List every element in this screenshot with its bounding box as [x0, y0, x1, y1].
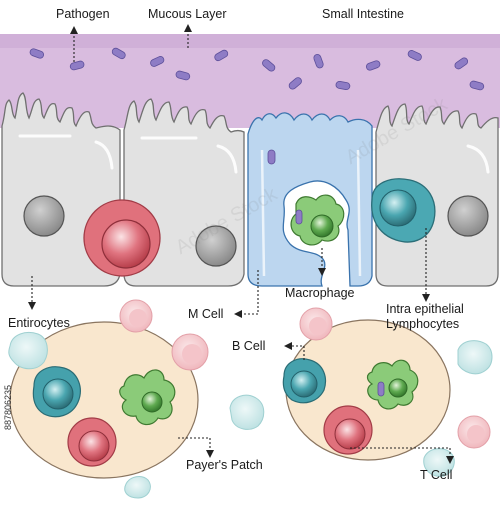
faint-b-cell — [457, 340, 493, 375]
faint-t-cell-nucleus — [309, 317, 327, 335]
leader-b-cell — [290, 345, 305, 360]
mucous-layer-top — [0, 34, 500, 48]
label-m-cell: M Cell — [188, 307, 224, 321]
t-cell-nucleus — [101, 219, 151, 269]
pathogen — [29, 48, 45, 59]
label-entirocytes: Entirocytes — [8, 316, 70, 330]
macrophage-nucleus — [310, 214, 334, 238]
arrow-head — [184, 24, 192, 32]
highlight — [216, 144, 238, 174]
arrow-heads — [28, 24, 454, 464]
b-cell-nucleus — [290, 370, 318, 398]
leader-m-cell — [240, 270, 259, 315]
pathogen — [150, 56, 165, 67]
arrow-head — [70, 26, 78, 34]
faint-t-cell-nucleus — [182, 344, 202, 364]
highlight — [466, 144, 490, 174]
enterocyte-nucleus — [23, 195, 65, 237]
enterocyte-nucleus — [195, 225, 237, 267]
free-cells — [8, 299, 493, 499]
pathogen — [365, 60, 381, 71]
label-b-cell: B Cell — [232, 339, 266, 353]
payers-patch-left — [9, 321, 199, 479]
arrow-head — [234, 310, 242, 318]
pathogen — [69, 60, 85, 71]
pathogen — [111, 47, 126, 60]
label-mucous-layer: Mucous Layer — [148, 7, 227, 21]
faint-t-cell-nucleus — [467, 425, 485, 443]
label-macrophage: Macrophage — [285, 286, 355, 300]
faint-b-cell — [423, 448, 455, 477]
pathogen — [313, 53, 324, 69]
t-cell-nucleus — [334, 418, 366, 450]
pathogen — [214, 49, 229, 62]
stock-id: 887806235 — [3, 384, 13, 430]
arrow-head — [446, 456, 454, 464]
label-payers-patch: Payer's Patch — [186, 458, 263, 472]
pathogen — [295, 209, 303, 225]
arrow-head — [422, 294, 430, 302]
faint-b-cell — [8, 332, 48, 370]
arrow-head — [318, 268, 326, 276]
pathogen — [469, 80, 485, 91]
label-t-cell: T Cell — [420, 468, 453, 482]
m-cell — [247, 112, 373, 287]
pathogen-group — [29, 47, 485, 91]
faint-t-cell-nucleus — [129, 309, 147, 327]
pathogen — [335, 80, 351, 91]
pathogen — [407, 50, 422, 61]
label-small-intestine: Small Intestine — [322, 7, 404, 21]
pathogen — [454, 57, 469, 70]
label-pathogen: Pathogen — [56, 7, 110, 21]
pathogen — [262, 59, 276, 72]
arrow-head — [284, 342, 292, 350]
pathogen — [175, 70, 191, 81]
faint-b-cell — [229, 394, 265, 430]
pathogen — [267, 149, 276, 165]
leader-t-cell — [350, 447, 451, 458]
arrow-head — [206, 450, 214, 458]
label-intra-epithelial-lymphocytes: Intra epithelial Lymphocytes — [386, 302, 464, 331]
leader-lines — [31, 30, 451, 458]
t-cell-nucleus — [78, 430, 110, 462]
leader-payers — [178, 437, 211, 452]
faint-b-cell — [124, 476, 151, 499]
enterocyte-nucleus — [447, 195, 489, 237]
arrow-head — [28, 302, 36, 310]
cell-highlights — [18, 134, 490, 174]
macrophage-nucleus — [141, 391, 163, 413]
macrophage-nucleus — [388, 378, 408, 398]
b-cell-nucleus — [42, 378, 74, 410]
pathogen — [288, 77, 302, 90]
pathogen — [377, 381, 385, 397]
lymphocyte-nucleus — [379, 189, 417, 227]
mucous-layer — [0, 34, 500, 128]
m-cell-pocket-line — [260, 149, 362, 277]
highlight — [94, 140, 114, 170]
